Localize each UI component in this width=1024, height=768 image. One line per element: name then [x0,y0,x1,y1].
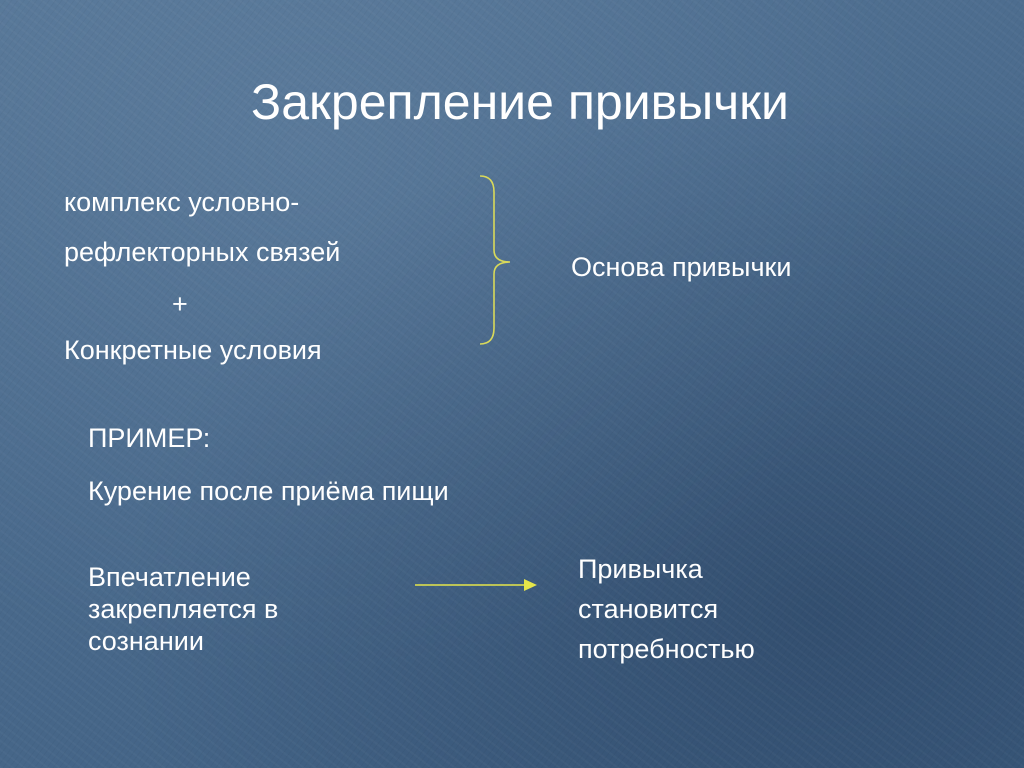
reflex-complex-line1: комплекс условно- [64,187,300,217]
plus-sign: + [172,289,188,319]
specific-conditions: Конкретные условия [64,335,322,365]
habit-becomes-need: Привычка становится потребностью [578,554,755,664]
right-arrow-icon [415,579,537,591]
example-item-impression: Впечатление закрепляется в сознании [88,562,279,656]
example-heading: ПРИМЕР: [88,423,211,453]
reflex-complex-line2: рефлекторных связей [64,237,341,267]
habit-basis-label: Основа привычки [571,252,792,282]
right-curly-brace-icon [479,175,511,345]
slide-title: Закрепление привычки [251,74,789,130]
example-item-smoking: Курение после приёма пищи [88,476,449,506]
